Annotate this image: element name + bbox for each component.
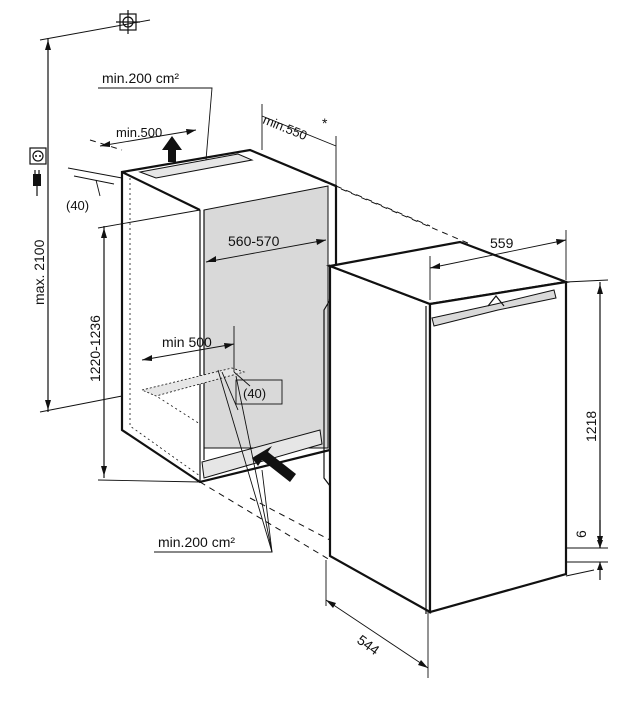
top-gap-dimension: (40) (66, 167, 123, 213)
plinth-gap-label: 6 (573, 530, 589, 538)
plinth-gap-dimension: 6 (565, 520, 608, 580)
niche-cabinet (120, 148, 338, 484)
inner-min-width-dimension: min 500 (141, 326, 235, 372)
bottom-vent-area-callout: min.200 cm² (154, 369, 273, 553)
side-min-depth-dimension: min.550 * (261, 104, 337, 186)
niche-height-dimension: 1220-1236 (87, 209, 201, 483)
appliance-width-label: 559 (490, 235, 514, 251)
earth-ground-icon (39, 10, 151, 41)
airflow-inlet-arrow-icon (252, 446, 296, 482)
appliance-body (323, 240, 571, 614)
airflow-up-arrow-icon (162, 136, 182, 162)
max-height-label: max. 2100 (31, 239, 47, 305)
top-vent-area-callout: min.200 cm² (98, 70, 213, 161)
appliance-height-label: 1218 (583, 411, 599, 442)
appliance-width-dimension: 559 (429, 230, 567, 300)
niche-width-label: 560-570 (228, 233, 280, 249)
gap-top-label: (40) (66, 198, 89, 213)
top-min-width-dimension: min.500 (99, 125, 197, 147)
inner-gap-dimension: (40) (221, 371, 283, 411)
power-socket-icon (29, 147, 47, 165)
min-width-inner-label: min 500 (162, 334, 212, 350)
appliance-height-dimension: 1218 (565, 279, 609, 549)
min-area-bottom-label: min.200 cm² (158, 534, 235, 550)
niche-height-label: 1220-1236 (87, 315, 103, 382)
asterisk-label: * (322, 115, 328, 131)
niche-width-dimension: 560-570 (205, 233, 327, 263)
min-area-top-label: min.200 cm² (102, 70, 179, 86)
max-height-dimension: max. 2100 (31, 38, 123, 413)
appliance-depth-label: 544 (354, 631, 382, 658)
power-plug-icon (33, 170, 41, 196)
gap-inner-label: (40) (243, 386, 266, 401)
min-depth-label: min.550 (261, 112, 310, 143)
min-width-top-label: min.500 (116, 125, 162, 140)
